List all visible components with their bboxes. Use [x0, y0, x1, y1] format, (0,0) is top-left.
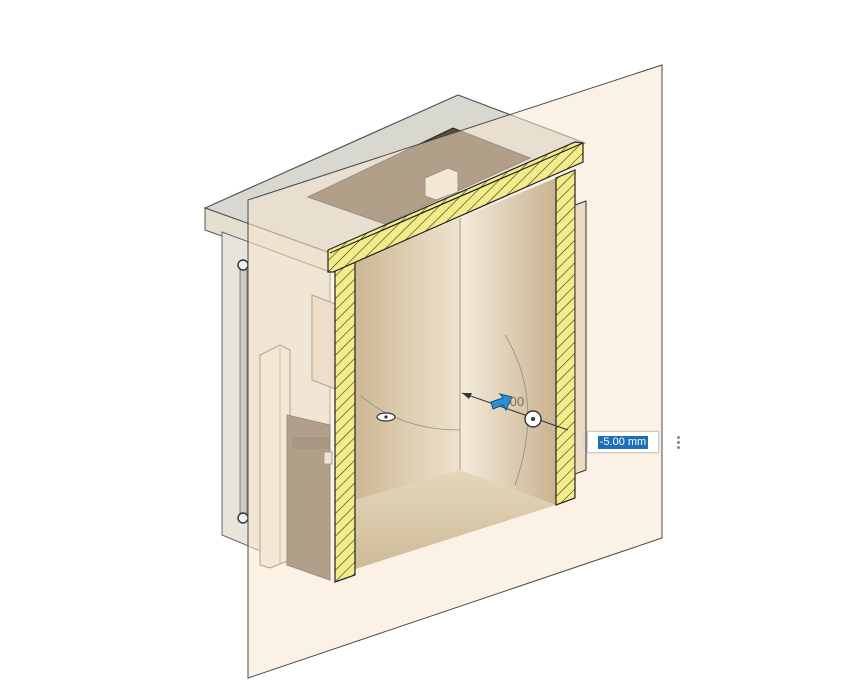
- left-manipulator-point[interactable]: [376, 412, 396, 422]
- ground-arc-guide: [359, 394, 461, 431]
- dimension-input-widget[interactable]: -5.00 mm: [583, 430, 685, 454]
- dimension-value-input[interactable]: -5.00 mm: [587, 431, 659, 453]
- menu-dot: [676, 435, 680, 439]
- menu-dot: [676, 440, 680, 444]
- drag-handle-icon[interactable]: [524, 410, 542, 428]
- menu-dot: [676, 445, 680, 449]
- rotation-arc-guide: [504, 334, 529, 486]
- dimension-line: [461, 392, 569, 431]
- dimension-value-text[interactable]: -5.00 mm: [597, 435, 649, 449]
- more-vertical-icon[interactable]: [671, 431, 685, 453]
- push-pull-arrow-icon[interactable]: [490, 393, 513, 412]
- ghost-dimension-label: .00: [506, 394, 525, 409]
- widget-grip[interactable]: [583, 432, 587, 452]
- dimension-arrowhead-icon: [462, 393, 472, 399]
